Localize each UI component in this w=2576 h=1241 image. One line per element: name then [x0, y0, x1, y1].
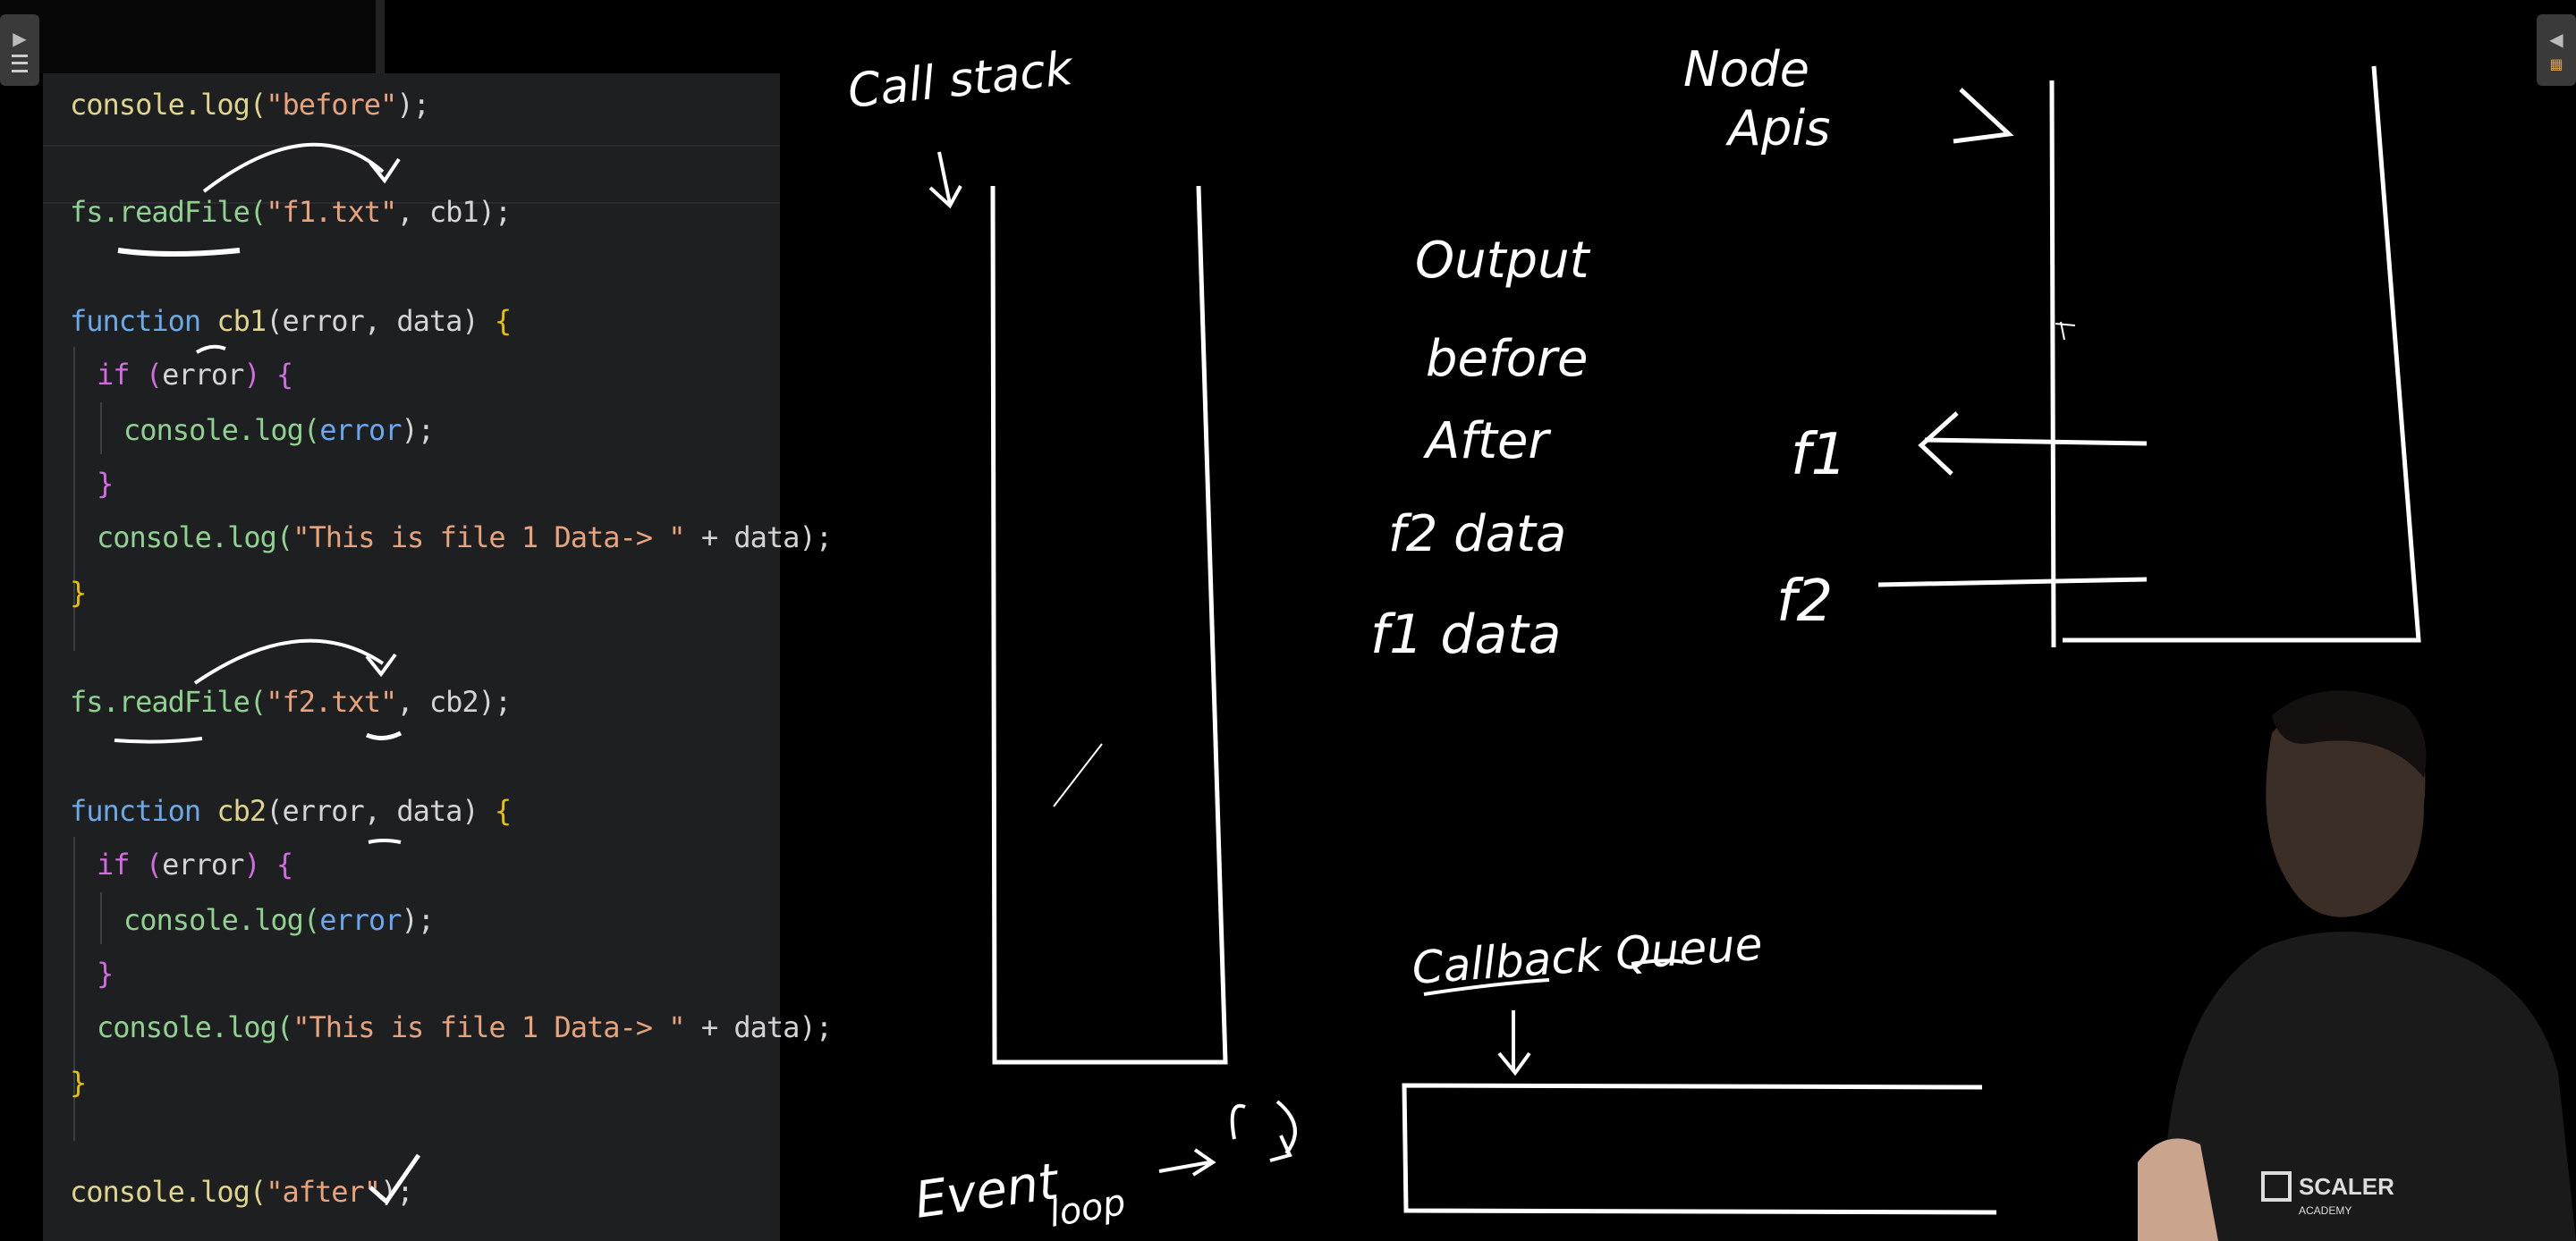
code-line-cb2-log-error: console.log(error);: [123, 903, 435, 937]
code-line-readfile-f1: fs.readFile("f1.txt", cb1);: [70, 195, 512, 229]
f1-label: f1: [1791, 422, 1847, 488]
arrow-down-icon: [1497, 1010, 1531, 1076]
code-line-cb1-close-if: }: [97, 467, 114, 501]
callback-queue-box: [1402, 1083, 1997, 1215]
code-editor-panel: console.log("before"); fs.readFile("f1.t…: [43, 73, 833, 1241]
arrow-head: [365, 653, 397, 678]
presenter-hand: [2138, 1138, 2218, 1241]
output-line-2: After: [1423, 412, 1551, 470]
code-line-cb1-header: function cb1(error, data) {: [70, 304, 512, 338]
code-line-after: console.log("after");: [70, 1175, 414, 1209]
indent-guide: [73, 347, 75, 651]
output-title: Output: [1415, 232, 1591, 290]
underline-mark: [195, 344, 226, 354]
current-line-highlight: [43, 145, 780, 204]
stray-mark: [1053, 743, 1103, 807]
code-line-cb2-log-data: console.log("This is file 1 Data-> " + d…: [97, 1010, 833, 1044]
node-apis-box: [2049, 65, 2421, 648]
presenter-hair: [2272, 690, 2427, 778]
arrow-right-icon: [1953, 88, 2014, 144]
call-stack-label: Call stack: [845, 42, 1076, 119]
code-line-cb2-if: if (error) {: [97, 848, 293, 882]
underline-mark: [368, 839, 402, 844]
arrow-head: [369, 157, 401, 184]
code-line-cb1-log-error: console.log(error);: [123, 413, 435, 447]
underline-mark: [117, 248, 241, 257]
code-line-cb2-close: }: [70, 1066, 87, 1100]
event-loop-label-1: Event: [911, 1152, 1063, 1230]
left-panel-toggle[interactable]: ▶: [0, 14, 39, 86]
output-line-1: before: [1426, 330, 1588, 388]
output-line-4: f1 data: [1370, 604, 1562, 666]
node-apis-label-2: Apis: [1725, 100, 1830, 156]
menu-icon: [12, 55, 28, 72]
play-icon: ▶: [13, 28, 27, 49]
indent-guide: [100, 402, 102, 454]
output-line-3: f2 data: [1388, 505, 1566, 563]
underline-mark: [1631, 958, 1684, 966]
underline-mark: [114, 737, 203, 744]
presenter-video: SCALER ACADEMY: [2138, 690, 2576, 1241]
cursor-crosshair: [2055, 321, 2076, 341]
checkmark-icon: [369, 1153, 421, 1205]
whiteboard: Call stack Node Apis Output before After…: [780, 0, 2576, 1241]
arrow-down-icon: [928, 151, 962, 209]
right-panel-toggle[interactable]: ◀ ▦: [2537, 14, 2576, 86]
underline-mark: [365, 730, 402, 740]
scaler-logo-icon: [2261, 1171, 2292, 1202]
presenter-shirt: [2164, 932, 2576, 1241]
node-apis-label-1: Node: [1683, 41, 1809, 97]
code-line-readfile-f2: fs.readFile("f2.txt", cb2);: [70, 685, 512, 719]
apps-icon: ▦: [2549, 55, 2563, 72]
callback-queue-label: Callback Queue: [1411, 918, 1764, 994]
chevron-left-icon: ◀: [2549, 28, 2563, 50]
scaler-logo-subtext: ACADEMY: [2299, 1204, 2351, 1217]
call-stack-box: [990, 185, 1228, 1065]
loop-arrows-icon: [1230, 1100, 1297, 1162]
video-top-bar: [0, 0, 376, 73]
top-bar-divider: [376, 0, 385, 73]
code-line-cb1-log-data: console.log("This is file 1 Data-> " + d…: [97, 520, 833, 554]
f2-arrow: [1877, 577, 2148, 587]
code-line-cb2-header: function cb2(error, data) {: [70, 794, 512, 828]
underline-mark: [1423, 978, 1550, 996]
code-line-cb2-close-if: }: [97, 957, 114, 991]
arrow-curve: [202, 142, 385, 193]
presenter-head: [2266, 693, 2426, 917]
code-line-before: console.log("before");: [70, 88, 430, 122]
whiteboard-drawing: Call stack Node Apis Output before After…: [845, 41, 2421, 1236]
code-line-cb1-close: }: [70, 576, 87, 610]
f2-label: f2: [1776, 569, 1833, 635]
code-line-cb1-if: if (error) {: [97, 358, 293, 392]
indent-guide: [100, 892, 102, 944]
indent-guide: [73, 837, 75, 1141]
code-annotations: [114, 142, 421, 1205]
arrow-right-icon: [1158, 1148, 1216, 1177]
f1-arrow: [1918, 411, 2148, 476]
arrow-curve: [193, 638, 385, 685]
scaler-logo-text: SCALER: [2299, 1173, 2394, 1200]
